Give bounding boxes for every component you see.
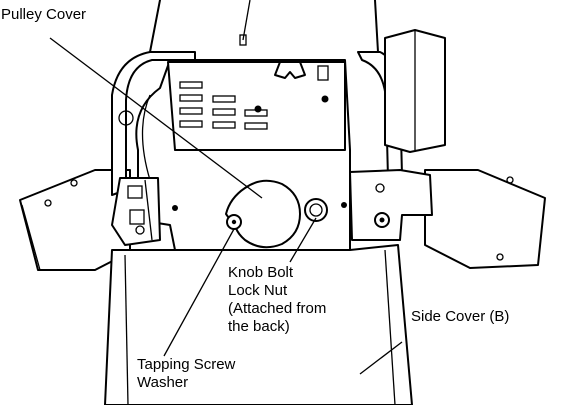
column-side-cover: [104, 244, 413, 405]
washer-label: Washer: [137, 374, 189, 391]
right-mechanism: [349, 169, 433, 241]
side-cover-b-label: Side Cover (B): [411, 308, 510, 325]
lock-nut-label: Lock Nut: [228, 282, 288, 299]
knob-bolt-label: Knob Bolt: [228, 264, 294, 281]
leader-lines: [49, 37, 403, 375]
right-table-wing: [424, 169, 546, 269]
pulley-cover: [172, 179, 347, 249]
motor-box: [384, 29, 446, 153]
pulley-cover-label: Pulley Cover: [1, 6, 87, 23]
left-mechanism: [111, 177, 161, 246]
attached-note-line1: (Attached from: [228, 300, 327, 317]
tapping-screw-label: Tapping Screw: [137, 356, 236, 373]
vent-panel: [167, 61, 346, 151]
attached-note-line2: the back): [228, 318, 290, 335]
